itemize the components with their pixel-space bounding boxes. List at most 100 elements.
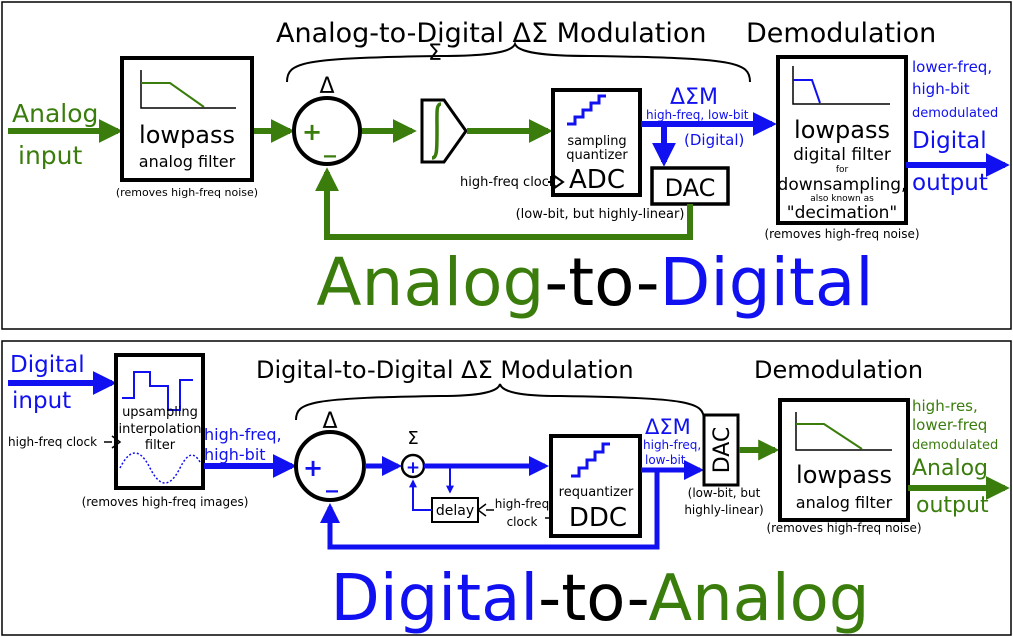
adc-plus: + — [302, 118, 322, 146]
dac-lowpass-sub: analog filter — [796, 493, 893, 512]
dac-signal-line2: high-bit — [204, 445, 266, 464]
adc-big-part2: -to- — [544, 244, 659, 321]
dac-demod-header: Demodulation — [754, 356, 923, 384]
dac-output-line3: demodulated — [912, 438, 998, 453]
adc-delta-label: Δ — [319, 74, 334, 99]
adc-quantizer-box — [551, 88, 642, 197]
adc-digital-filter-note: (removes high-freq noise) — [764, 227, 919, 241]
adc-demod-header: Demodulation — [746, 18, 936, 49]
dac-lowpass-box — [778, 398, 910, 522]
adc-lowpass-title: lowpass — [139, 121, 235, 149]
dac-clock2-line1: high-freq — [495, 497, 549, 511]
adc-staircase-icon — [567, 94, 606, 126]
dac-big-part2: -to- — [538, 562, 648, 636]
adc-integral-symbol — [431, 102, 442, 160]
adc-input-line2: input — [18, 141, 83, 170]
adc-big-title: Analog-to-Digital — [316, 244, 873, 321]
dac-lowpass-title: lowpass — [796, 461, 892, 489]
adc-lowpass-sub: analog filter — [139, 152, 236, 171]
adc-output-line3: demodulated — [912, 106, 998, 121]
adc-feedback-path — [315, 167, 693, 240]
adc-dac-label: DAC — [665, 174, 716, 202]
dac-dac-note2: highly-linear) — [684, 503, 763, 517]
adc-digital-filter-line3: for — [836, 165, 849, 175]
dac-dac-box — [702, 413, 740, 487]
adc-lowpass-box — [120, 56, 254, 182]
adc-dac-box — [650, 166, 730, 206]
dac-clock-label: high-freq clock — [8, 435, 97, 449]
dac-header: Digital-to-Digital ΔΣ Modulation — [256, 356, 634, 384]
adc-digital-filter-title: lowpass — [794, 116, 890, 144]
dac-staircase-icon — [571, 442, 610, 478]
dac-dsm-label: ΔΣM — [645, 415, 691, 439]
adc-digital-filter-line5: also known as — [810, 194, 874, 204]
dac-upsampling-step-icon — [122, 371, 193, 411]
adc-output-line2: high-bit — [912, 80, 970, 98]
adc-digital-filter-line4: downsampling, — [778, 175, 907, 195]
adc-adc-label: ADC — [569, 165, 625, 195]
dac-input-line1: Digital — [10, 352, 85, 378]
adc-output-line1: lower-freq, — [912, 58, 992, 76]
adc-input-line1: Analog — [12, 99, 98, 128]
dac-input-line2: input — [12, 388, 71, 414]
adc-lowpass-response — [141, 82, 205, 108]
dac-delta-label: Δ — [322, 409, 337, 434]
adc-output-line4: Digital — [912, 128, 987, 154]
adc-digital-filter-box — [776, 55, 908, 225]
adc-integrator-block — [420, 98, 468, 164]
adc-sigma-label: Σ — [428, 41, 442, 66]
adc-digital-filter-axes — [792, 66, 890, 105]
dac-panel: Digital-to-Digital ΔΣ Modulation Demodul… — [1, 340, 1012, 636]
dac-clock-indicator — [111, 435, 122, 449]
dac-lowpass-response — [796, 423, 863, 450]
dac-output-line4: Analog — [912, 456, 988, 481]
dac-upsampling-line3: filter — [145, 438, 176, 453]
dac-upsampling-line1: upsampling — [122, 405, 198, 420]
adc-panel: Analog-to-Digital ΔΣ Modulation Demodula… — [1, 1, 1012, 330]
dac-upsampling-box — [114, 353, 205, 490]
adc-output-line5: output — [912, 170, 988, 196]
dac-requantizer-label: requantizer — [559, 485, 634, 500]
dac-big-part3: Analog — [648, 562, 869, 636]
adc-dsm-sub: high-freq, low-bit — [646, 108, 749, 122]
dac-big-title: Digital-to-Analog — [331, 562, 870, 636]
adc-quantizer-line1: sampling — [567, 134, 626, 149]
adc-digital-tag: (Digital) — [684, 131, 744, 149]
adc-dac-note: (low-bit, but highly-linear) — [516, 207, 685, 222]
adc-big-part3: Digital — [660, 244, 874, 321]
adc-delta-summer — [292, 96, 362, 166]
dac-delay-clock-indicator — [476, 503, 487, 517]
dac-signal-line1: high-freq, — [204, 425, 282, 444]
adc-digital-filter-line6: "decimation" — [787, 203, 898, 223]
adc-digital-filter-line2: digital filter — [793, 145, 891, 165]
adc-quantizer-line2: quantizer — [566, 148, 628, 163]
adc-header-brace — [286, 41, 751, 83]
dac-minus: _ — [326, 465, 338, 493]
adc-minus: _ — [324, 130, 336, 158]
dac-delta-summer — [294, 430, 366, 502]
dac-ddc-label: DDC — [569, 503, 627, 533]
dac-output-line1: high-res, — [912, 397, 978, 415]
adc-dsm-label: ΔΣM — [670, 85, 718, 110]
dac-header-brace — [295, 383, 705, 421]
dac-sigma-label: Σ — [407, 428, 418, 449]
dac-dsm-sub2: low-bit — [645, 453, 686, 467]
dac-lowpass-note: (removes high-freq noise) — [766, 521, 921, 535]
adc-clock-label: high-freq clock — [460, 175, 557, 190]
dac-upsampling-line2: interpolation — [119, 422, 202, 437]
adc-lowpass-note: (removes high-freq noise) — [116, 186, 258, 199]
adc-clock-indicator — [552, 174, 565, 190]
dac-feedback-path — [320, 470, 660, 550]
adc-digital-filter-response — [793, 79, 821, 104]
dac-delay-label: delay — [436, 503, 474, 519]
dac-sine-wave-icon — [119, 452, 201, 484]
dac-big-part1: Digital — [331, 562, 539, 636]
dac-dac-note1: (low-bit, but — [688, 486, 761, 500]
dac-output-line2: lower-freq — [912, 416, 987, 434]
dac-upsampling-note: (removes high-freq images) — [82, 495, 249, 509]
dac-dac-label: DAC — [710, 427, 735, 474]
dac-dsm-sub1: high-freq, — [643, 438, 701, 452]
dac-clock2-line2: clock — [507, 515, 538, 529]
adc-header: Analog-to-Digital ΔΣ Modulation — [276, 18, 706, 49]
